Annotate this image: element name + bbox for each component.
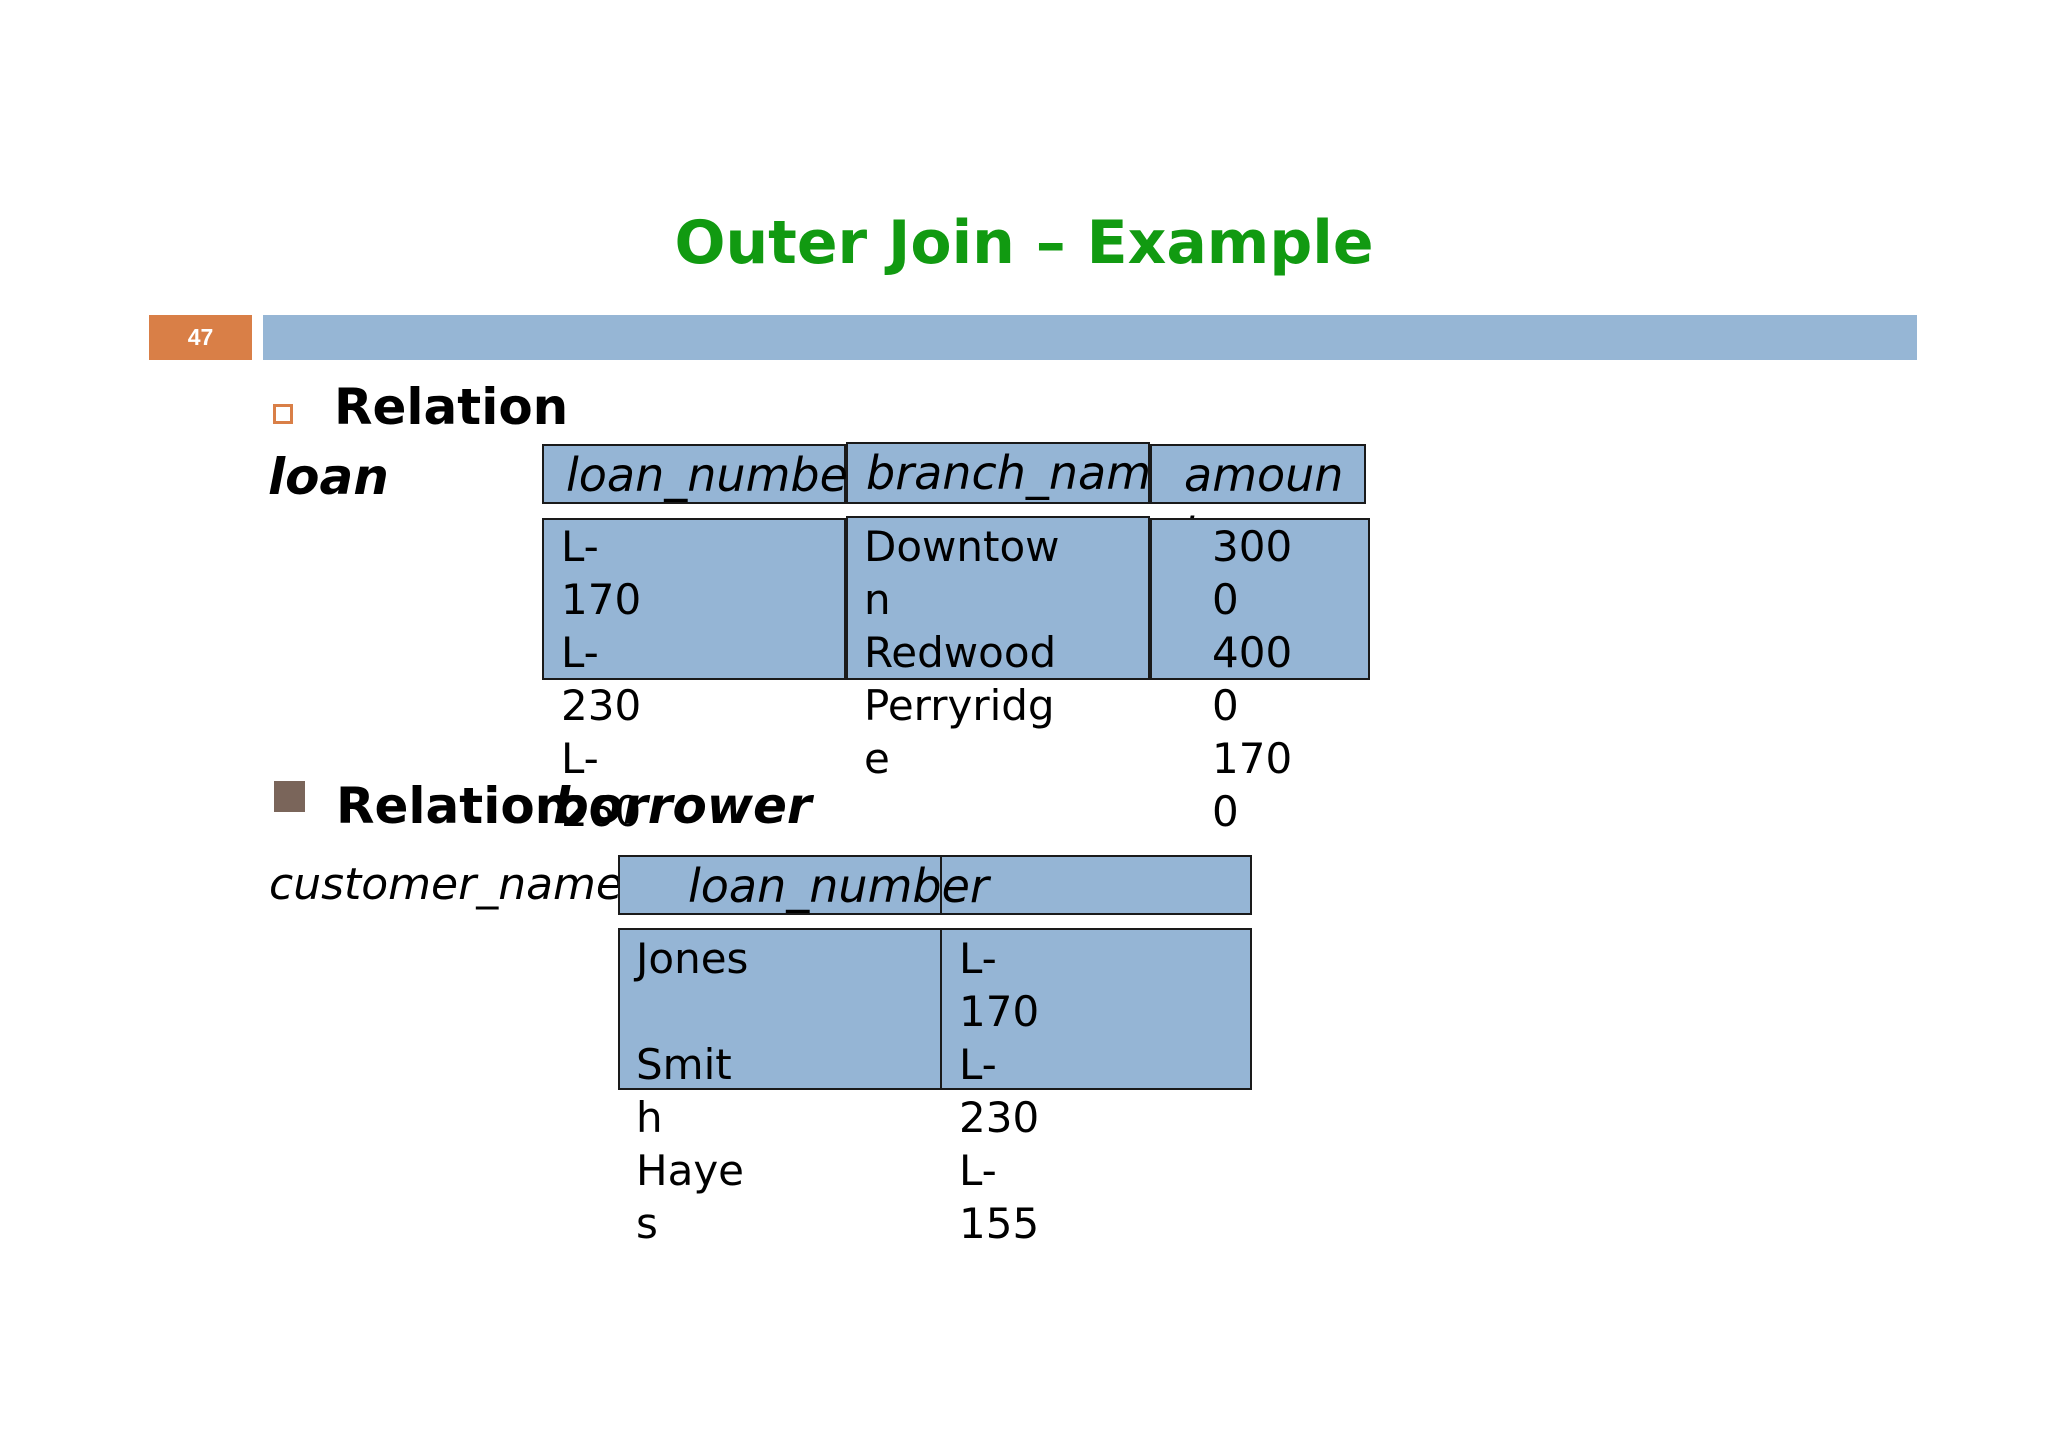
page-number-badge: 47 (149, 315, 252, 360)
header-bar (263, 315, 1917, 360)
section1-label: Relation (334, 378, 569, 436)
loan-header-branch-name: branch_nam (866, 446, 1152, 500)
loan-body-cell-1 (542, 518, 846, 680)
loan-column-amount: 300 0 400 0 170 0 (1212, 522, 1293, 836)
borrower-header-loan-number: loan_number (688, 859, 989, 913)
borrower-header-cell-1 (618, 855, 942, 915)
loan-header-cell-2 (846, 442, 1150, 504)
slide-title: Outer Join – Example (674, 208, 1374, 278)
loan-header-loan-number: loan_numbe (566, 448, 848, 502)
relation-name-loan: loan (268, 448, 389, 506)
solid-square-bullet-icon (274, 781, 305, 812)
borrower-body-cell-2 (940, 928, 1252, 1090)
borrower-body-cell-1 (618, 928, 942, 1090)
loan-column-branch-name: Downtow n Redwood Perryridg e (864, 522, 1060, 783)
relation-name-borrower: borrower (553, 777, 812, 835)
section2-label: Relation (336, 777, 571, 835)
borrower-header-customer-name: customer_name (269, 859, 623, 910)
loan-column-loan-number: L- 170 L- 230 L- 260 (561, 522, 642, 836)
loan-header-cell-3 (1150, 444, 1366, 504)
loan-body-cell-2 (846, 516, 1150, 680)
borrower-header-cell-2 (940, 855, 1252, 915)
hollow-square-bullet-icon (273, 404, 293, 424)
loan-header-cell-1 (542, 444, 846, 504)
borrower-column-customer-name: Jones Smit h Haye s (636, 934, 749, 1248)
loan-header-amount: amoun (1184, 448, 1344, 502)
borrower-column-loan-number: L- 170 L- 230 L- 155 (959, 934, 1040, 1248)
loan-body-cell-3 (1150, 518, 1370, 680)
